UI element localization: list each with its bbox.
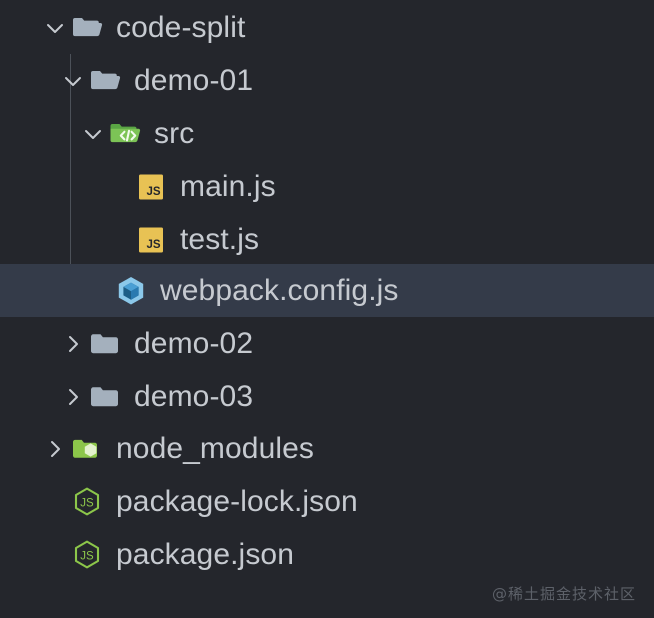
tree-row[interactable]: demo-02: [0, 317, 654, 370]
svg-text:JS: JS: [80, 497, 94, 509]
svg-text:JS: JS: [146, 239, 160, 251]
tree-row[interactable]: demo-01: [0, 54, 654, 107]
tree-row-label: demo-03: [134, 379, 254, 413]
tree-row-label: node_modules: [116, 431, 315, 465]
tree-row-label: code-split: [116, 10, 246, 44]
tree-row-label: src: [154, 116, 195, 150]
tree-row[interactable]: demo-03: [0, 370, 654, 423]
tree-row[interactable]: JS package-lock.json: [0, 475, 654, 528]
javascript-file-icon: JS: [134, 170, 168, 204]
tree-row-label: test.js: [180, 222, 260, 256]
chevron-down-icon[interactable]: [78, 119, 108, 149]
tree-row-label: demo-02: [134, 326, 254, 360]
nodejs-file-icon: JS: [70, 485, 104, 519]
chevron-down-icon[interactable]: [40, 13, 70, 43]
tree-row-label: webpack.config.js: [160, 273, 399, 307]
tree-row-label: main.js: [180, 169, 276, 203]
folder-closed-grey-icon: [88, 327, 122, 361]
folder-open-grey-icon: [70, 11, 104, 45]
tree-row[interactable]: JS main.js: [0, 160, 654, 213]
chevron-right-icon[interactable]: [58, 382, 88, 412]
nodejs-file-icon: JS: [70, 538, 104, 572]
tree-row[interactable]: src: [0, 107, 654, 160]
watermark-text: @稀土掘金技术社区: [491, 585, 636, 603]
folder-src-code-icon: [108, 117, 142, 151]
folder-node-modules-icon: [70, 432, 104, 466]
webpack-file-icon: [114, 274, 148, 308]
tree-row[interactable]: node_modules: [0, 422, 654, 475]
tree-row[interactable]: code-split: [0, 1, 654, 54]
tree-row[interactable]: JS test.js: [0, 213, 654, 266]
tree-row-label: demo-01: [134, 63, 254, 97]
tree-row-label: package-lock.json: [116, 484, 358, 518]
chevron-down-icon[interactable]: [58, 66, 88, 96]
tree-row[interactable]: JS package.json: [0, 528, 654, 581]
chevron-right-icon[interactable]: [58, 329, 88, 359]
tree-row-label: package.json: [116, 537, 294, 571]
indent-guide-line: [70, 54, 71, 316]
svg-text:JS: JS: [146, 186, 160, 198]
folder-open-grey-icon: [88, 64, 122, 98]
folder-closed-grey-icon: [88, 380, 122, 414]
javascript-file-icon: JS: [134, 223, 168, 257]
chevron-right-icon[interactable]: [40, 434, 70, 464]
svg-text:JS: JS: [80, 550, 94, 562]
tree-row[interactable]: webpack.config.js: [0, 264, 654, 317]
